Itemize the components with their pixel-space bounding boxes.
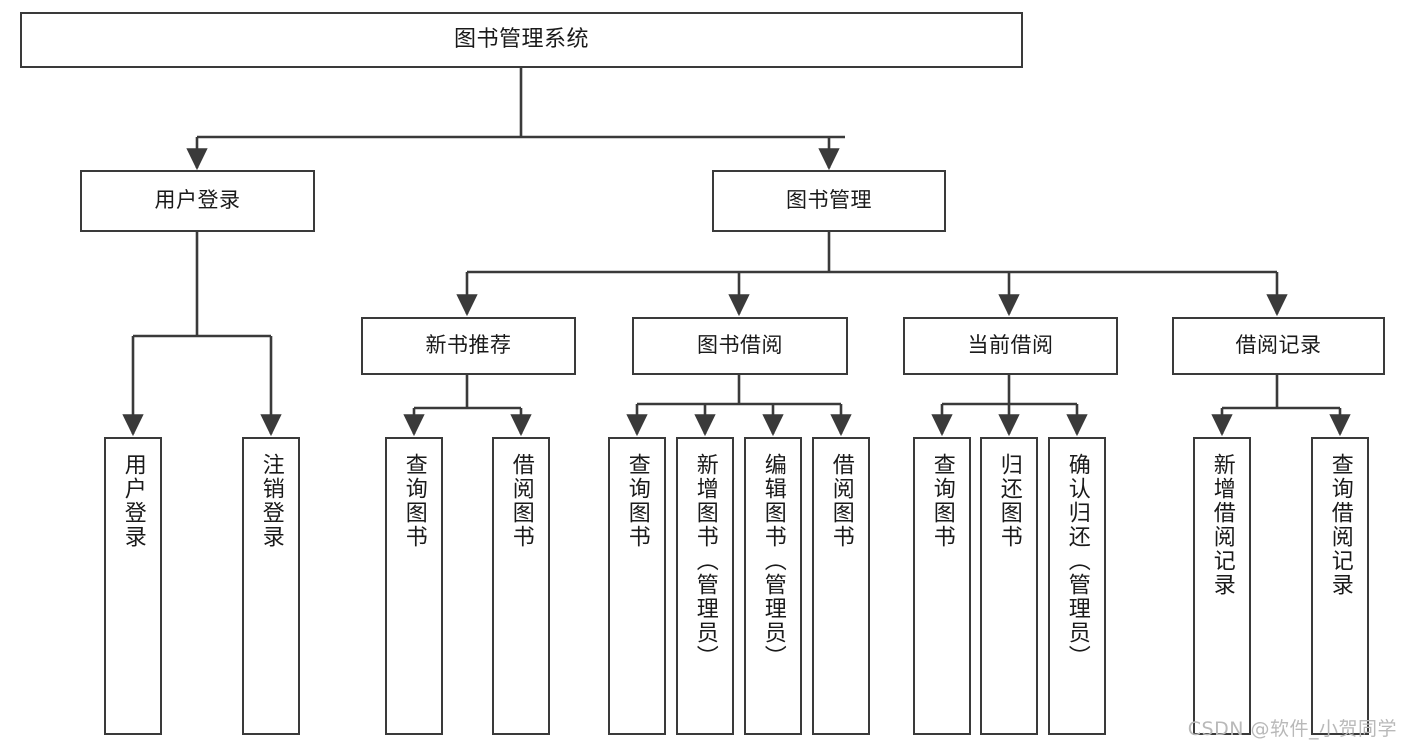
leaf-current-borrow-return-book[interactable]: 归还图书 [980, 437, 1038, 735]
node-root-book-management-system[interactable]: 图书管理系统 [20, 12, 1023, 68]
node-borrow-record[interactable]: 借阅记录 [1172, 317, 1385, 375]
node-user-login[interactable]: 用户登录 [80, 170, 315, 232]
leaf-user-login-login[interactable]: 用户登录 [104, 437, 162, 735]
node-label: 查询图书 [624, 453, 650, 549]
node-label: 编辑图书（管理员） [760, 453, 786, 669]
leaf-new-book-query-book[interactable]: 查询图书 [385, 437, 443, 735]
node-label: 借阅图书 [828, 453, 854, 549]
node-label: 借阅图书 [508, 453, 534, 549]
node-label: 新书推荐 [425, 333, 512, 358]
node-label: 归还图书 [996, 453, 1022, 549]
node-label: 当前借阅 [967, 333, 1054, 358]
node-book-borrow[interactable]: 图书借阅 [632, 317, 848, 375]
leaf-new-book-borrow-book[interactable]: 借阅图书 [492, 437, 550, 735]
leaf-book-borrow-edit-book-admin[interactable]: 编辑图书（管理员） [744, 437, 802, 735]
node-label: 确认归还（管理员） [1064, 453, 1090, 669]
node-label: 新增图书（管理员） [692, 453, 718, 669]
leaf-user-login-logout[interactable]: 注销登录 [242, 437, 300, 735]
node-label: 借阅记录 [1235, 333, 1322, 358]
leaf-borrow-record-query-record[interactable]: 查询借阅记录 [1311, 437, 1369, 735]
node-label: 查询借阅记录 [1327, 453, 1353, 597]
node-label: 用户登录 [120, 453, 146, 549]
node-label: 查询图书 [929, 453, 955, 549]
leaf-book-borrow-add-book-admin[interactable]: 新增图书（管理员） [676, 437, 734, 735]
leaf-current-borrow-query-book[interactable]: 查询图书 [913, 437, 971, 735]
leaf-current-borrow-confirm-return-admin[interactable]: 确认归还（管理员） [1048, 437, 1106, 735]
node-label: 图书管理系统 [453, 26, 589, 52]
node-label: 注销登录 [258, 453, 284, 549]
node-book-management[interactable]: 图书管理 [712, 170, 946, 232]
node-label: 用户登录 [154, 188, 241, 213]
node-label: 图书借阅 [697, 333, 783, 358]
node-label: 查询图书 [401, 453, 427, 549]
node-label: 图书管理 [786, 188, 872, 213]
leaf-book-borrow-borrow-book[interactable]: 借阅图书 [812, 437, 870, 735]
leaf-borrow-record-add-record[interactable]: 新增借阅记录 [1193, 437, 1251, 735]
node-new-book-recommend[interactable]: 新书推荐 [361, 317, 576, 375]
leaf-book-borrow-query-book[interactable]: 查询图书 [608, 437, 666, 735]
node-label: 新增借阅记录 [1209, 453, 1235, 597]
watermark-text: CSDN @软件_小贺同学 [1187, 718, 1397, 740]
node-current-borrow[interactable]: 当前借阅 [903, 317, 1118, 375]
